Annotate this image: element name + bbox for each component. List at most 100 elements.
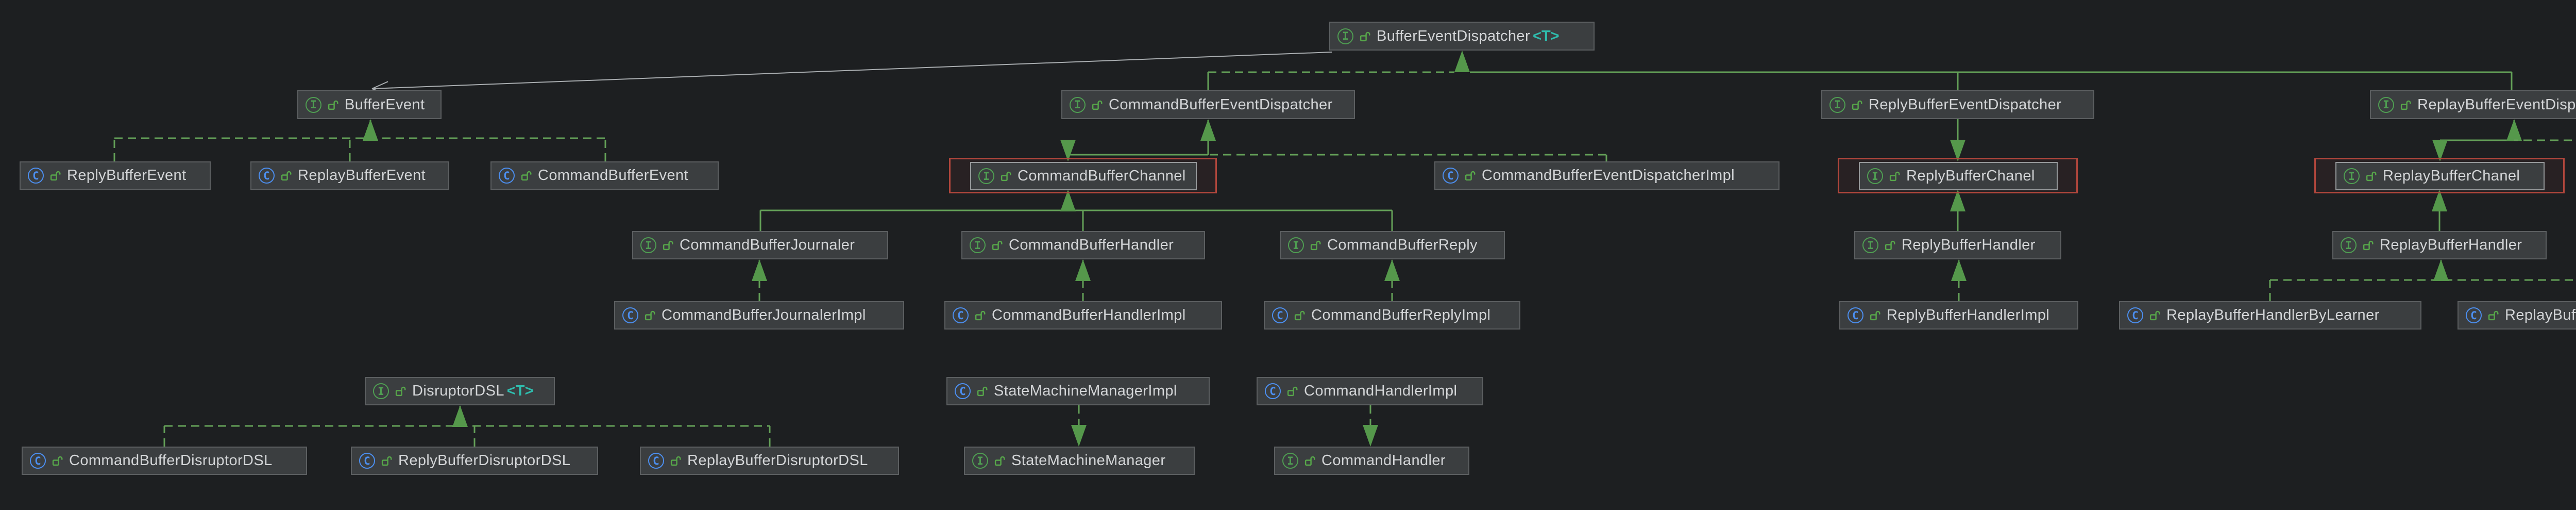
node-commandbufferdisruptordsl[interactable]: C CommandBufferDisruptorDSL — [22, 447, 307, 475]
highlighted-node-replybufferchanel[interactable]: I ReplyBufferChanel — [1838, 158, 2078, 193]
class-name-label: ReplyBufferEvent — [67, 167, 187, 184]
class-name-label: CommandBufferReply — [1327, 237, 1478, 253]
public-lock-icon — [281, 171, 292, 181]
class-name-label: ReplyBufferHandler — [1902, 237, 2036, 253]
interface-icon: I — [306, 96, 321, 113]
node-replaybufferhandlerbyfollower[interactable]: CReplayBufferHandlerByFollower — [2458, 301, 2576, 330]
class-name-label: ReplyBufferChanel — [1906, 168, 2035, 184]
public-lock-icon — [381, 456, 392, 466]
public-lock-icon — [663, 240, 673, 251]
public-lock-icon — [1360, 31, 1370, 41]
public-lock-icon — [975, 310, 986, 321]
interface-icon: I — [1337, 28, 1353, 44]
node-replaybuffereventdispatcher[interactable]: IReplayBufferEventDispatcher — [2370, 90, 2576, 119]
class-name-label: CommandHandler — [1321, 452, 1446, 469]
class-name-label: CommandBufferJournaler — [680, 237, 855, 253]
node-commandhandler[interactable]: I CommandHandler — [1274, 447, 1469, 475]
class-name-label: CommandBufferReplyImpl — [1311, 307, 1491, 323]
public-lock-icon — [1885, 240, 1895, 251]
public-lock-icon — [50, 171, 61, 181]
public-lock-icon — [1889, 171, 1900, 182]
public-lock-icon — [328, 100, 338, 110]
edge-replyhandler-to-replychanel — [1950, 190, 1965, 231]
class-icon: C — [955, 383, 971, 399]
class-icon: C — [2466, 307, 2482, 323]
class-name-label: ReplayBufferHandlerByLearner — [2166, 307, 2380, 323]
edge-commanddispatcherimpl-implements — [1208, 154, 1607, 161]
class-name-label: CommandHandlerImpl — [1304, 383, 1458, 399]
public-lock-icon — [395, 386, 406, 397]
inheritance-arrowhead — [2433, 259, 2449, 281]
class-name-label: ReplayBufferDisruptorDSL — [687, 452, 868, 469]
interface-icon: I — [1282, 453, 1298, 469]
class-name-label: DisruptorDSL — [412, 383, 504, 399]
class-name-label: ReplayBufferEventDispatcher — [2417, 96, 2576, 113]
interface-icon: I — [978, 168, 994, 184]
class-name-label: CommandBufferHandlerImpl — [992, 307, 1186, 323]
class-icon: C — [1443, 168, 1459, 184]
class-icon: C — [648, 453, 664, 469]
class-name-label: CommandBufferDisruptorDSL — [69, 452, 273, 469]
inheritance-arrowhead — [1951, 259, 1967, 281]
node-bufferevent[interactable]: I BufferEvent — [297, 90, 442, 119]
node-replybufferchanel[interactable]: I ReplyBufferChanel — [1859, 162, 2058, 190]
generic-type-parameter: <T> — [506, 383, 534, 399]
class-name-label: CommandBufferEventDispatcher — [1109, 96, 1333, 113]
public-lock-icon — [1304, 456, 1315, 466]
interface-icon: I — [1862, 237, 1878, 253]
inheritance-arrowhead — [2506, 119, 2522, 141]
edge-buffereventdispatcher-depends-bufferevent — [371, 52, 1332, 95]
interface-icon: I — [1867, 168, 1883, 184]
class-icon: C — [2127, 307, 2143, 323]
node-replaybufferdisruptordsl[interactable]: C ReplayBufferDisruptorDSL — [640, 447, 899, 475]
inheritance-arrowhead — [1200, 119, 1216, 141]
class-name-label: CommandBufferEvent — [538, 167, 688, 184]
edge-commandhandlerimpl-implements — [1363, 405, 1378, 447]
public-lock-icon — [2363, 240, 2374, 251]
interface-icon: I — [2344, 168, 2360, 184]
class-name-label: BufferEvent — [345, 96, 425, 113]
edge-dsls-implement-disruptordsl — [163, 405, 771, 447]
class-name-label: ReplayBufferHandler — [2380, 237, 2522, 253]
class-icon: C — [30, 453, 46, 469]
node-commandbufferevent[interactable]: C CommandBufferEvent — [490, 161, 719, 190]
public-lock-icon — [977, 386, 988, 397]
node-replaybufferhandlerbylearner[interactable]: C ReplayBufferHandlerByLearner — [2119, 301, 2421, 330]
public-lock-icon — [2366, 171, 2377, 182]
class-icon: C — [259, 168, 275, 184]
class-icon: C — [1848, 307, 1863, 323]
edge-replayhandler-to-replaychanel — [2432, 190, 2447, 231]
edge-journalerimpl-implements — [752, 259, 767, 301]
inheritance-arrowhead — [1071, 425, 1087, 447]
inheritance-arrowhead — [1363, 425, 1378, 447]
public-lock-icon — [52, 456, 63, 466]
node-replybufferhandler[interactable]: I ReplyBufferHandler — [1854, 231, 2061, 259]
class-icon: C — [499, 168, 515, 184]
edge-replaydispatcher-to-replaychanel — [2432, 119, 2522, 161]
interface-icon: I — [970, 237, 986, 253]
